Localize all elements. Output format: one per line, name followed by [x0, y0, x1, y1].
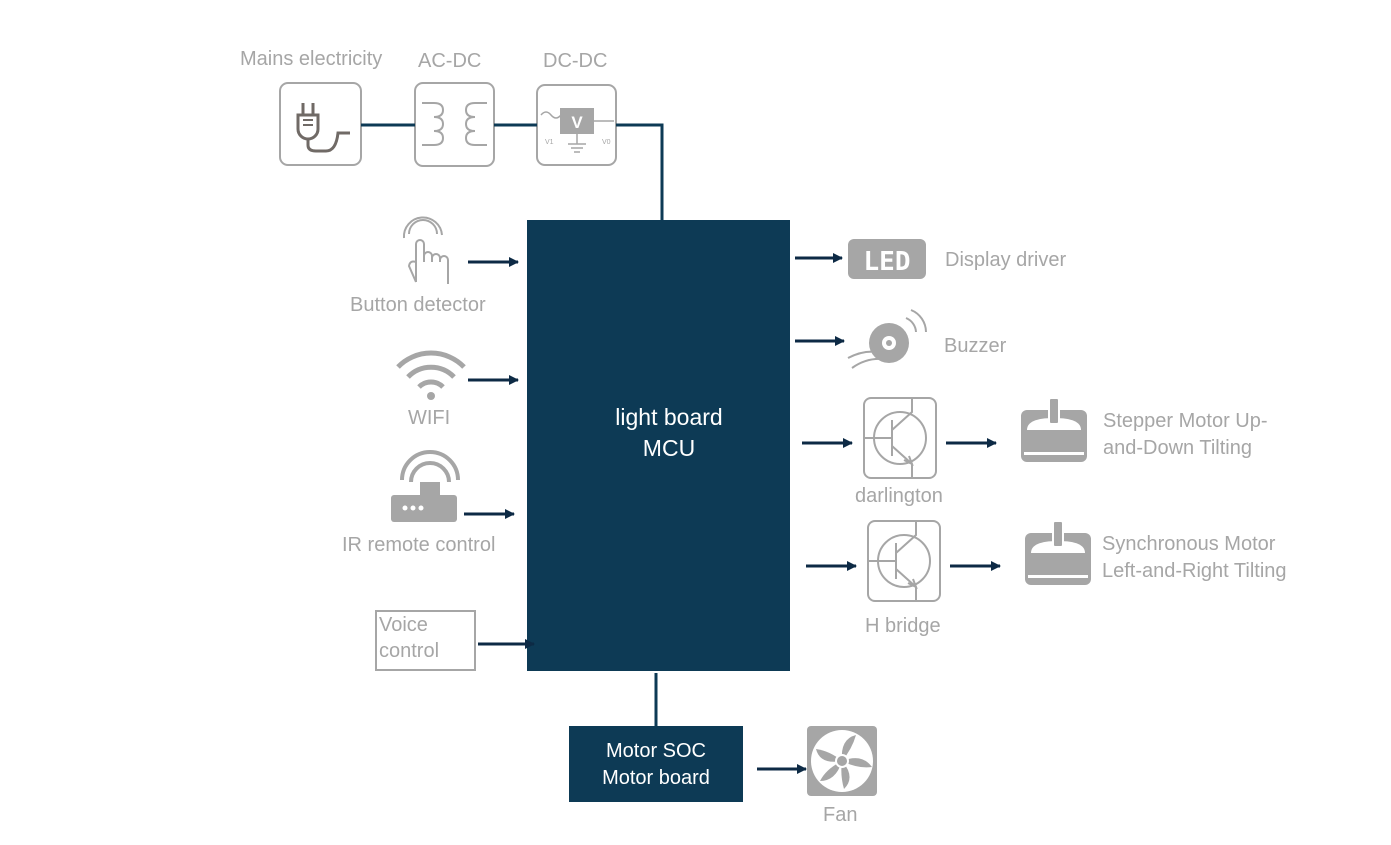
- synchronous-motor-icon: [1025, 520, 1091, 585]
- stepper-motor-label: Stepper Motor Up- and-Down Tilting: [1103, 408, 1268, 462]
- wifi-label: WIFI: [408, 407, 451, 429]
- led-display-icon: LED: [848, 239, 926, 279]
- motor-soc-block: [569, 726, 743, 802]
- stepper-line1: Stepper Motor Up-: [1103, 410, 1268, 432]
- voltage-glyph: V: [571, 113, 583, 132]
- sync-line2: Left-and-Right Tilting: [1102, 560, 1287, 582]
- touch-finger-icon: [402, 216, 449, 284]
- sync-line1: Synchronous Motor: [1102, 533, 1276, 555]
- mains-plug-icon: [279, 82, 362, 166]
- voice-line1: Voice: [379, 614, 428, 636]
- hbridge-transistor-icon: [867, 520, 941, 602]
- ir-remote-label: IR remote control: [342, 534, 496, 556]
- button-detector-label: Button detector: [350, 294, 486, 316]
- voltage-regulator-icon: V V1 V0: [536, 84, 617, 166]
- motor-soc-line1: Motor SOC: [605, 740, 707, 762]
- mcu-label-line1: light board: [615, 404, 723, 430]
- stepper-line2: and-Down Tilting: [1103, 437, 1252, 459]
- voltage-in-label: V1: [545, 139, 554, 146]
- motor-soc-line2: Motor board: [602, 767, 710, 789]
- display-driver-label: Display driver: [945, 249, 1067, 271]
- led-glyph: LED: [864, 247, 911, 277]
- transformer-icon: [414, 82, 495, 167]
- power-wires: [361, 123, 664, 220]
- dcdc-label: DC-DC: [543, 50, 608, 72]
- voice-control-box: Voice control: [375, 610, 476, 671]
- voltage-out-label: V0: [602, 139, 611, 146]
- input-arrows: [464, 257, 535, 649]
- mcu-label-line2: MCU: [642, 435, 696, 461]
- synchronous-motor-label: Synchronous Motor Left-and-Right Tilting: [1102, 531, 1287, 585]
- acdc-label: AC-DC: [418, 50, 482, 72]
- buzzer-label: Buzzer: [944, 335, 1007, 357]
- darlington-label: darlington: [855, 485, 943, 507]
- motor-soc-label: Motor SOC Motor board: [569, 738, 743, 792]
- stepper-motor-icon: [1021, 397, 1087, 462]
- fan-label: Fan: [823, 804, 858, 826]
- mcu-block: [527, 220, 790, 671]
- darlington-transistor-icon: [863, 397, 937, 479]
- fan-icon: [807, 726, 877, 796]
- voice-line2: control: [379, 640, 440, 662]
- mcu-label: light board MCU: [524, 402, 814, 464]
- mains-label: Mains electricity: [240, 48, 383, 70]
- ir-router-icon: [391, 450, 460, 522]
- hbridge-label: H bridge: [865, 615, 941, 637]
- output-arrows: [757, 253, 1001, 774]
- buzzer-icon: [847, 309, 927, 369]
- wifi-icon: [396, 350, 466, 400]
